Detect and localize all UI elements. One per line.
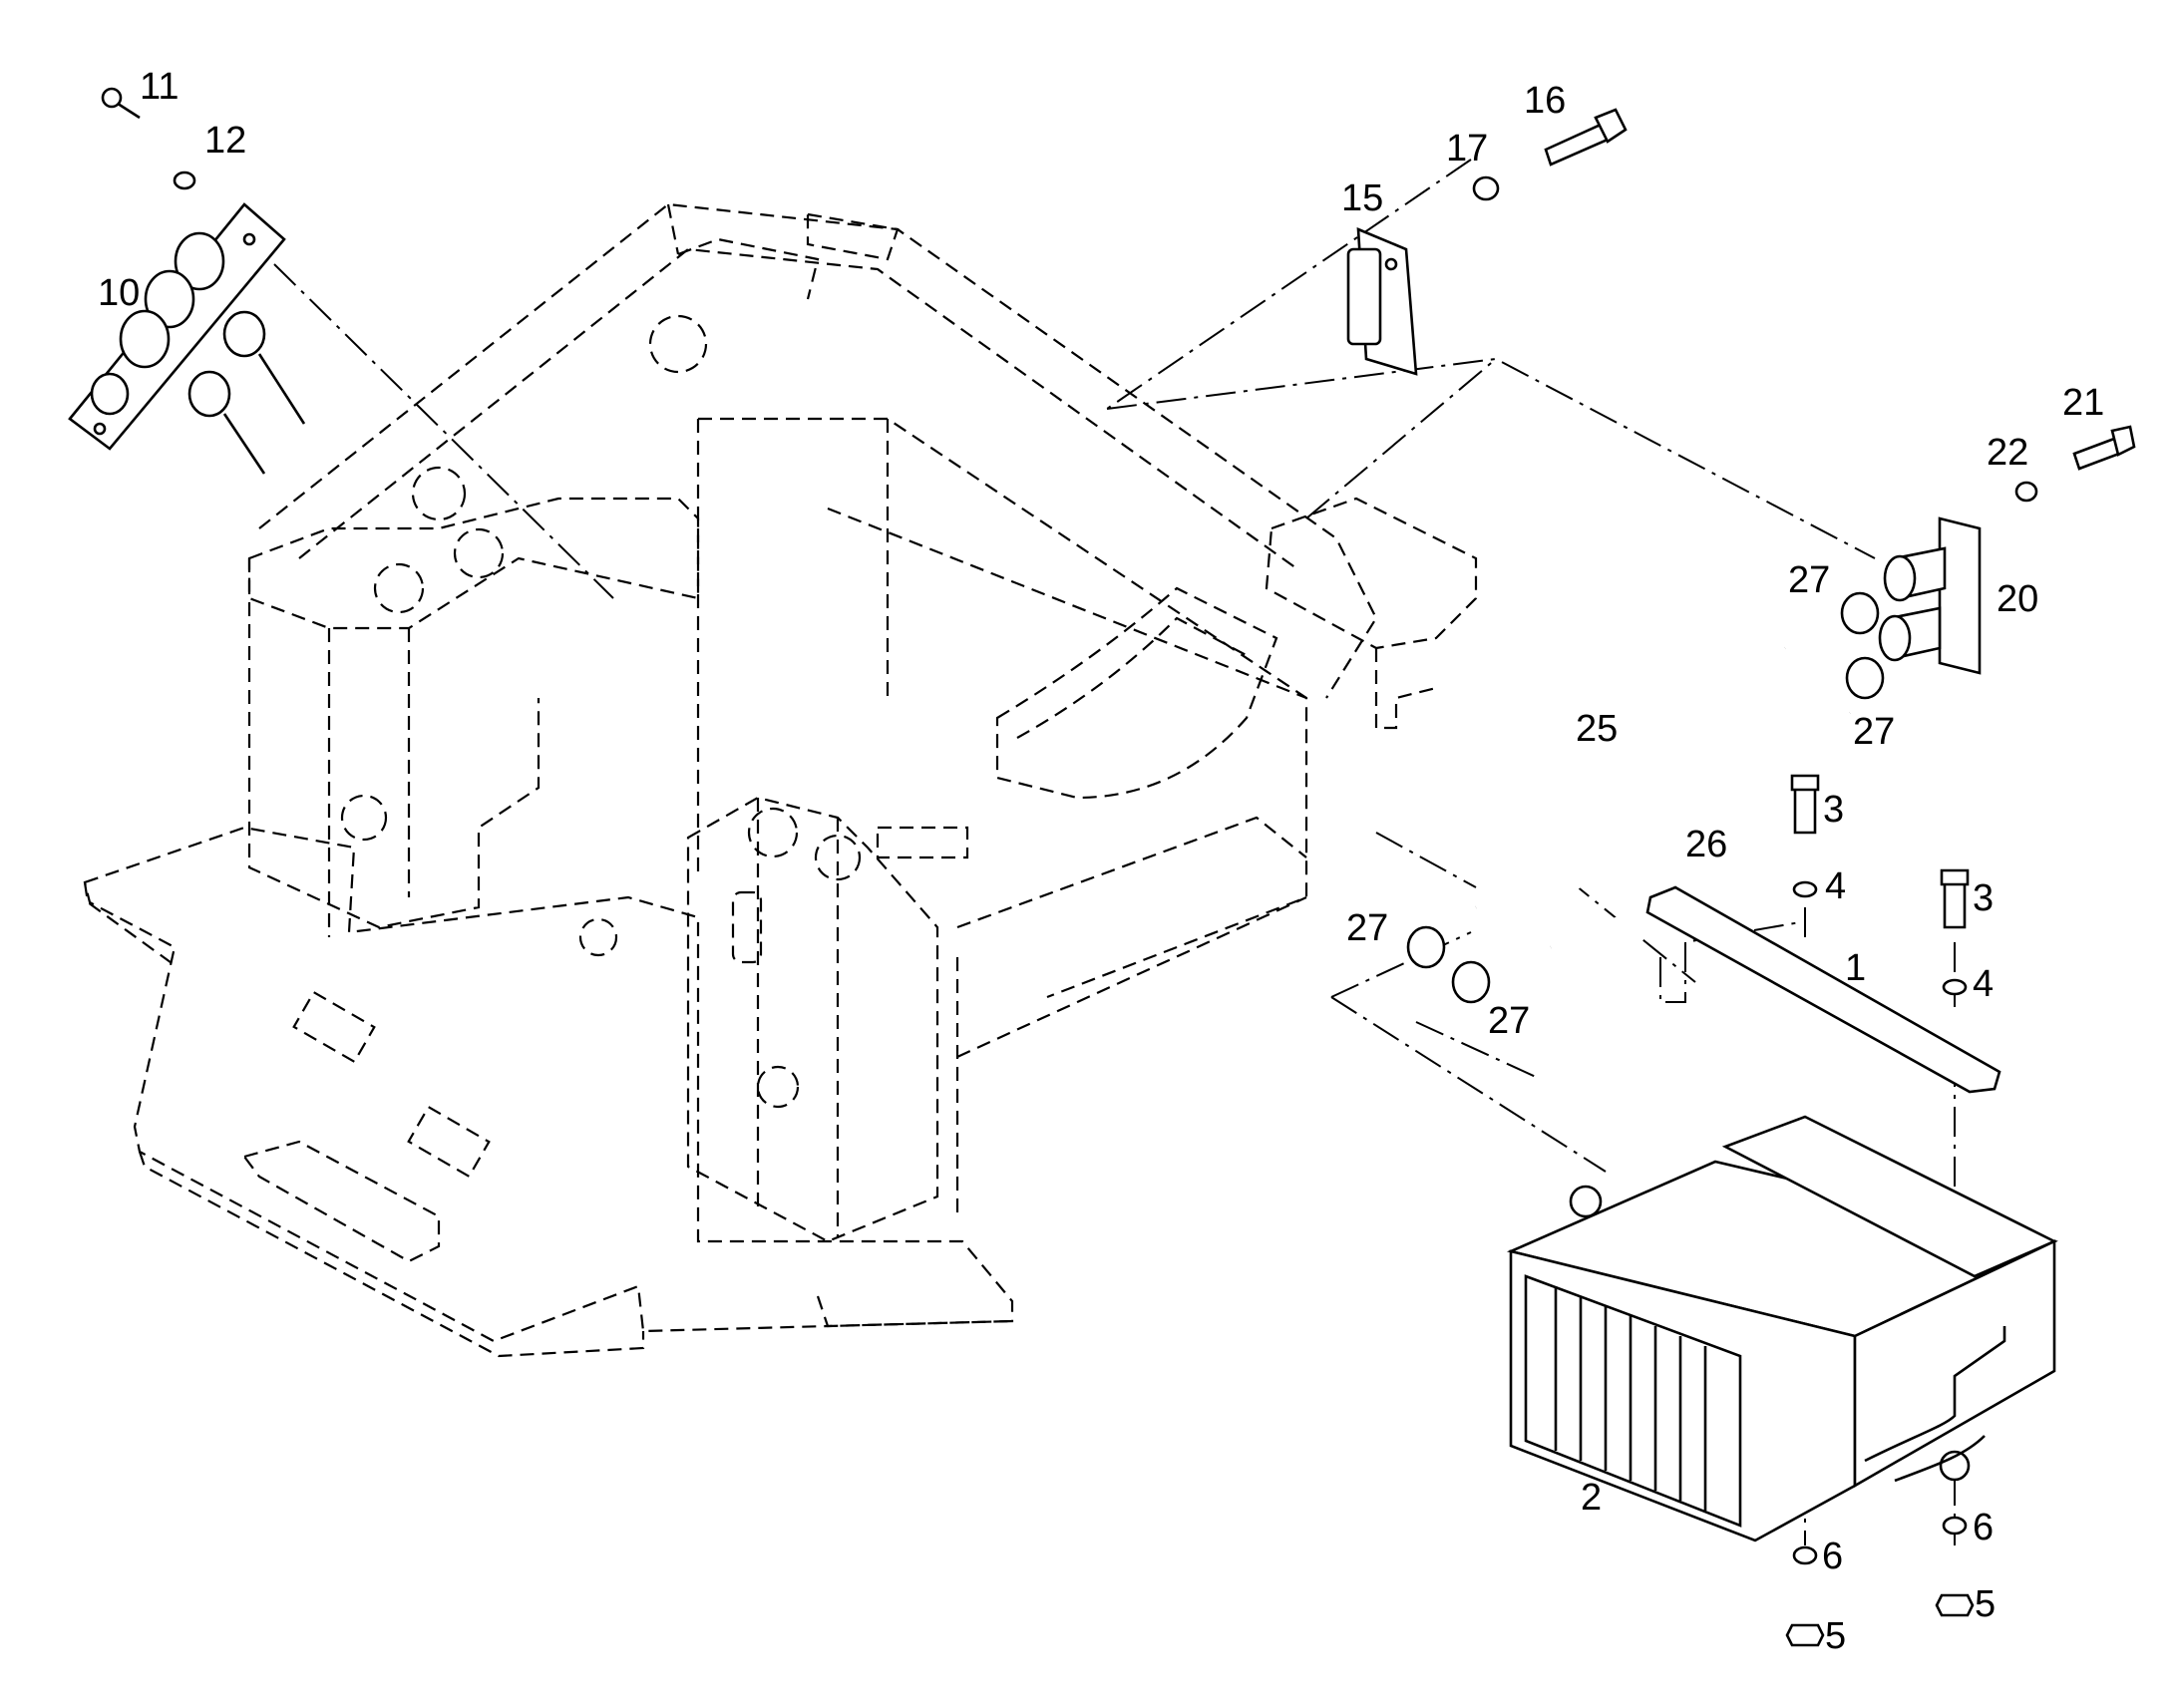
callout-5-right: 5 xyxy=(1975,1583,1997,1625)
callout-11: 11 xyxy=(140,66,180,108)
callout-10: 10 xyxy=(98,272,141,314)
callout-27-upper: 27 xyxy=(1788,559,1831,601)
callout-6-right: 6 xyxy=(1973,1507,1995,1548)
callout-3-right: 3 xyxy=(1973,877,1995,919)
washer-12 xyxy=(173,171,196,190)
callout-4-left: 4 xyxy=(1825,865,1847,907)
washer-17 xyxy=(1472,175,1500,201)
washer-4-right xyxy=(1942,978,1968,996)
chassis-frame xyxy=(83,202,1478,1358)
callout-26: 26 xyxy=(1685,824,1728,865)
callout-17: 17 xyxy=(1446,128,1489,170)
callout-22: 22 xyxy=(1987,432,2029,474)
hoses xyxy=(1472,635,1857,962)
bolt-21 xyxy=(2072,425,2136,471)
callout-3-left: 3 xyxy=(1823,789,1845,831)
heater-unit xyxy=(1506,1115,2058,1542)
callout-27-right: 27 xyxy=(1853,711,1896,753)
callout-6-left: 6 xyxy=(1822,1536,1844,1577)
callout-4-right: 4 xyxy=(1973,963,1995,1005)
grab-handle xyxy=(1346,226,1418,376)
washer-6-left xyxy=(1792,1545,1818,1565)
bolt-3-right xyxy=(1940,868,1970,929)
callout-2: 2 xyxy=(1581,1477,1603,1519)
callout-27-left: 27 xyxy=(1346,907,1389,949)
callout-5-left: 5 xyxy=(1825,1615,1847,1657)
washer-6-right xyxy=(1942,1516,1968,1536)
nut-5-left xyxy=(1785,1623,1825,1647)
callout-15: 15 xyxy=(1341,177,1384,219)
washer-22 xyxy=(2014,481,2038,503)
mounting-strap xyxy=(1645,885,2001,1094)
switch-bracket xyxy=(68,202,306,475)
bolt-3-left xyxy=(1790,774,1820,835)
hose-clamps xyxy=(1406,591,1885,1004)
bolt-16 xyxy=(1544,108,1628,167)
callout-1: 1 xyxy=(1845,947,1867,989)
washer-4-left xyxy=(1792,880,1818,898)
callout-16: 16 xyxy=(1524,80,1567,122)
callout-27-lower: 27 xyxy=(1488,1000,1531,1042)
callout-12: 12 xyxy=(204,120,247,162)
nut-5-right xyxy=(1935,1593,1975,1617)
pipe-manifold xyxy=(1878,516,1982,675)
screw-11 xyxy=(101,87,141,120)
callout-21: 21 xyxy=(2062,382,2105,424)
callout-25: 25 xyxy=(1576,708,1619,750)
callout-20: 20 xyxy=(1997,578,2039,620)
